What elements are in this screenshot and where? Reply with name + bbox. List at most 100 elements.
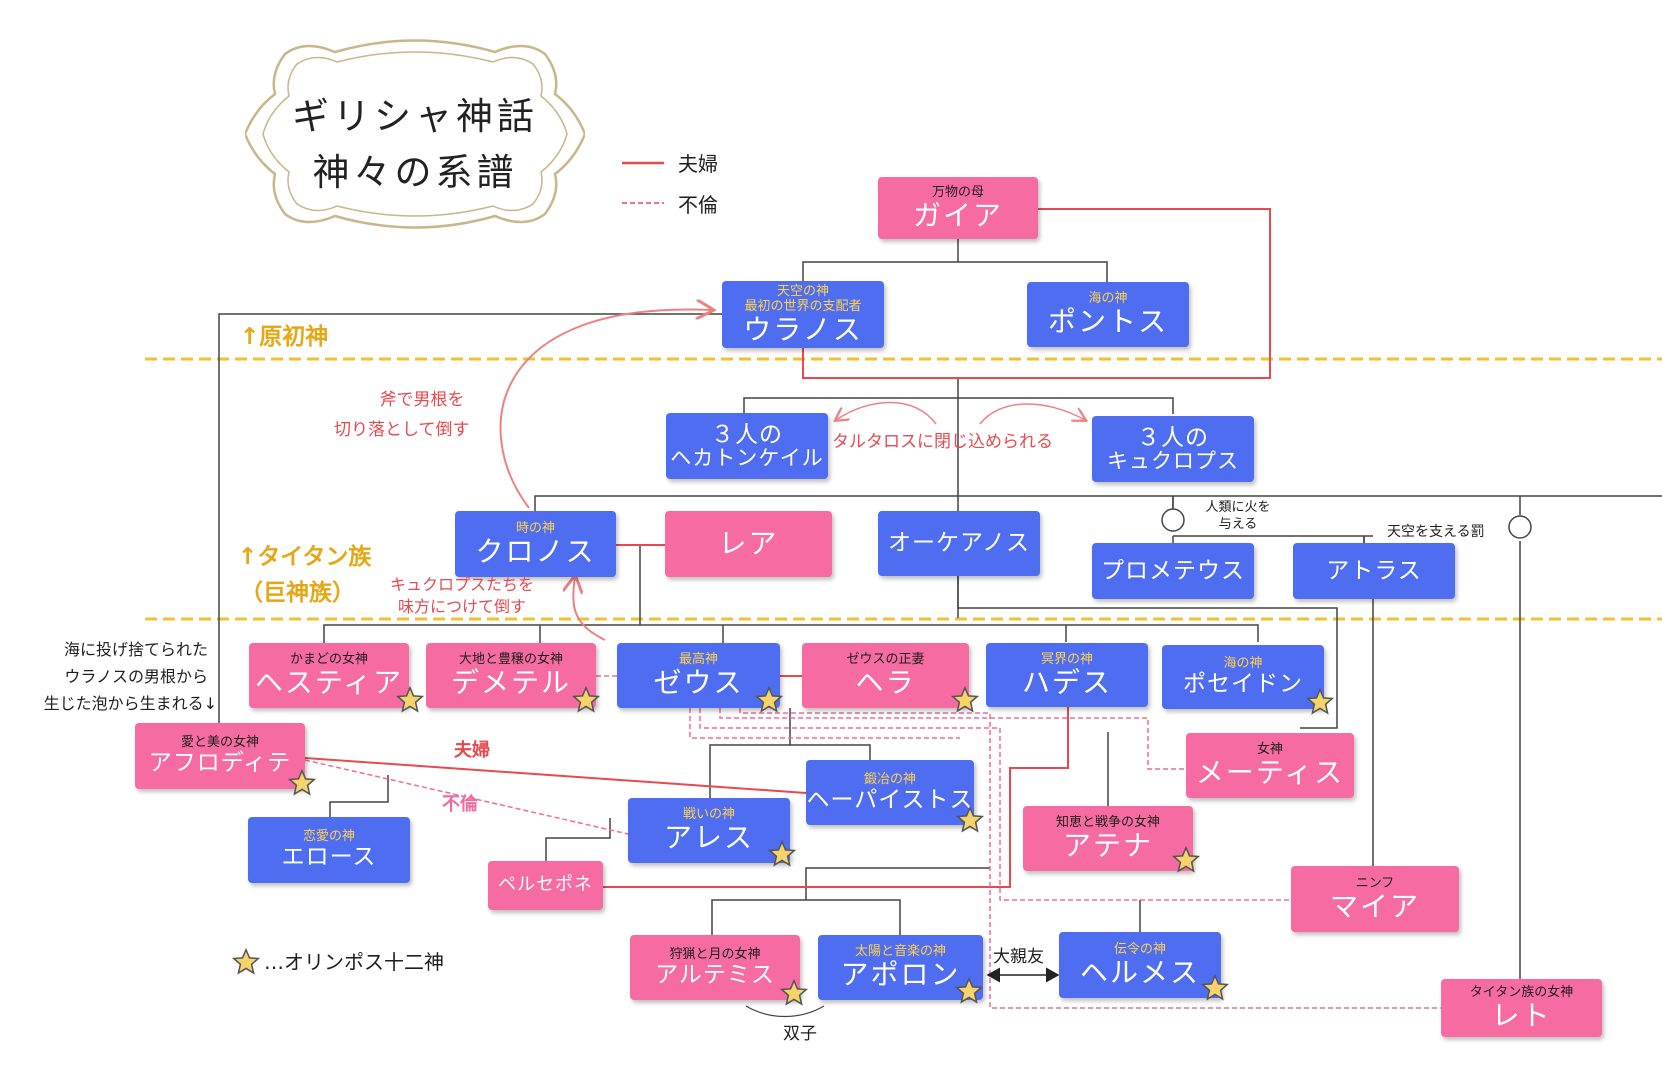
node-leto[interactable]: タイタン族の女神 レト (1441, 979, 1602, 1037)
node-cyclopes[interactable]: ３人の キュクロプス (1092, 416, 1254, 482)
title-line-1: ギリシャ神話 (292, 95, 538, 138)
note-tartarus: タルタロスに閉じ込められる (832, 432, 1053, 452)
legend-married: 夫婦 (678, 152, 718, 176)
persephone-name: ペルセポネ (498, 874, 593, 896)
atlas-name: アトラス (1326, 557, 1422, 584)
olympian-star-icon (955, 977, 983, 1004)
olympian-star-icon (1201, 974, 1229, 1001)
note-castrate-1: 斧で男根を (379, 390, 465, 410)
title-line-2: 神々の系譜 (312, 151, 518, 194)
note-fire-2: 与える (1218, 517, 1258, 532)
node-artemis[interactable]: 狩猟と月の女神 アルテミス (630, 935, 800, 1000)
cronus-title: 時の神 (515, 520, 555, 536)
node-persephone[interactable]: ペルセポネ (488, 861, 603, 910)
olympian-star-icon (288, 769, 316, 796)
eros-name: エロース (281, 844, 377, 871)
hera-title: ゼウスの正妻 (846, 652, 925, 668)
poseidon-title: 海の神 (1223, 656, 1263, 672)
era-primordial: ↑原初神 (240, 324, 329, 350)
node-hermes[interactable]: 伝令の神 ヘルメス (1059, 932, 1221, 998)
node-apollo[interactable]: 太陽と音楽の神 アポロン (818, 935, 983, 1000)
hades-name: ハデス (1021, 665, 1112, 699)
demeter-name: デメテル (450, 666, 571, 700)
hephaestus-name: ヘーパイストス (806, 786, 974, 813)
athena-title: 知恵と戦争の女神 (1055, 815, 1160, 831)
pontus-title: 海の神 (1088, 291, 1128, 307)
node-eros[interactable]: 恋愛の神 エロース (248, 817, 410, 883)
node-hephaestus[interactable]: 鍛冶の神 ヘーパイストス (806, 760, 974, 825)
note-twins: 双子 (783, 1024, 817, 1044)
node-demeter[interactable]: 大地と豊穣の女神 デメテル (426, 643, 596, 708)
olympian-star-icon (572, 686, 600, 713)
zeus-name: ゼウス (653, 666, 744, 700)
legend-affair: 不倫 (678, 193, 718, 217)
hades-title: 冥界の神 (1040, 651, 1093, 667)
node-prometheus[interactable]: プロメテウス (1092, 543, 1254, 599)
olympian-star-icon (951, 686, 979, 713)
title-frame: ギリシャ神話 神々の系譜 (245, 34, 585, 234)
maia-title: ニンフ (1355, 875, 1395, 891)
node-ares[interactable]: 戦いの神 アレス (628, 798, 790, 863)
hecatoncheires-line1: ３人の (711, 421, 783, 448)
cyclopes-line2: キュクロプス (1107, 449, 1239, 474)
node-athena[interactable]: 知恵と戦争の女神 アテナ (1023, 806, 1193, 871)
note-cyclopes-ally-2: 味方につけて倒す (398, 597, 527, 616)
athena-name: アテナ (1062, 829, 1153, 863)
node-poseidon[interactable]: 海の神 ポセイドン (1162, 645, 1324, 709)
artemis-name: アルテミス (655, 961, 775, 988)
hecatoncheires-line2: ヘカトンケイル (670, 446, 824, 471)
gaia-name: ガイア (912, 198, 1003, 232)
node-maia[interactable]: ニンフ マイア (1291, 866, 1459, 932)
node-oceanus[interactable]: オーケアノス (878, 511, 1040, 576)
olympian-star-icon (396, 686, 424, 713)
era-titan: ↑タイタン族 (238, 544, 372, 570)
hephaestus-title: 鍛冶の神 (863, 771, 916, 787)
node-hera[interactable]: ゼウスの正妻 ヘラ (802, 643, 969, 708)
hestia-title: かまどの女神 (289, 652, 368, 668)
artemis-title: 狩猟と月の女神 (669, 946, 761, 962)
node-gaia[interactable]: 万物の母 ガイア (878, 177, 1038, 239)
node-rhea[interactable]: レア (665, 511, 832, 577)
cyclopes-line1: ３人の (1137, 424, 1209, 451)
node-hestia[interactable]: かまどの女神 ヘスティア (249, 643, 409, 708)
node-hades[interactable]: 冥界の神 ハデス (986, 643, 1148, 707)
metis-name: メーティス (1195, 756, 1345, 790)
node-uranus[interactable]: 天空の神 最初の世界の支配者 ウラノス (722, 281, 884, 348)
olympian-star-icon (780, 979, 808, 1006)
note-aphro-birth-3: 生じた泡から生まれる↓ (43, 694, 217, 713)
poseidon-name: ポセイドン (1183, 671, 1303, 698)
oceanus-name: オーケアノス (888, 530, 1030, 557)
note-sky-punish: 天空を支える罰 (1387, 524, 1485, 540)
node-zeus[interactable]: 最高神 ゼウス (617, 643, 780, 708)
ares-title: 戦いの神 (682, 807, 735, 823)
node-metis[interactable]: 女神 メーティス (1186, 733, 1354, 798)
metis-title: 女神 (1256, 742, 1283, 758)
hestia-name: ヘスティア (254, 666, 404, 700)
demeter-title: 大地と豊穣の女神 (458, 652, 563, 668)
zeus-title: 最高神 (678, 652, 718, 668)
note-aphro-birth-2: ウラノスの男根から (64, 667, 208, 686)
node-aphrodite[interactable]: 愛と美の女神 アフロディテ (135, 723, 305, 789)
olympian-star-icon (768, 840, 796, 867)
uranus-title-1: 天空の神 (776, 283, 829, 299)
legend-olympian: …オリンポス十二神 (264, 950, 444, 974)
node-hecatoncheires[interactable]: ３人の ヘカトンケイル (666, 413, 828, 479)
leto-title: タイタン族の女神 (1469, 984, 1574, 1000)
eros-title: 恋愛の神 (302, 829, 355, 845)
note-married-label: 夫婦 (454, 740, 490, 761)
rhea-name: レア (718, 527, 779, 561)
hera-name: ヘラ (855, 666, 916, 700)
node-cronus[interactable]: 時の神 クロノス (455, 511, 616, 577)
aphrodite-title: 愛と美の女神 (180, 735, 259, 751)
note-best-friends: 大親友 (993, 947, 1044, 967)
note-affair-label: 不倫 (442, 794, 478, 815)
note-cyclopes-ally-1: キュクロプスたちを (390, 575, 535, 594)
note-aphro-birth-1: 海に投げ捨てられた (63, 640, 208, 659)
cronus-name: クロノス (475, 534, 596, 568)
node-atlas[interactable]: アトラス (1293, 543, 1455, 599)
legend-star-icon (232, 948, 260, 975)
node-pontus[interactable]: 海の神 ポントス (1027, 282, 1189, 347)
hermes-title: 伝令の神 (1113, 941, 1166, 957)
apollo-title: 太陽と音楽の神 (854, 944, 946, 960)
